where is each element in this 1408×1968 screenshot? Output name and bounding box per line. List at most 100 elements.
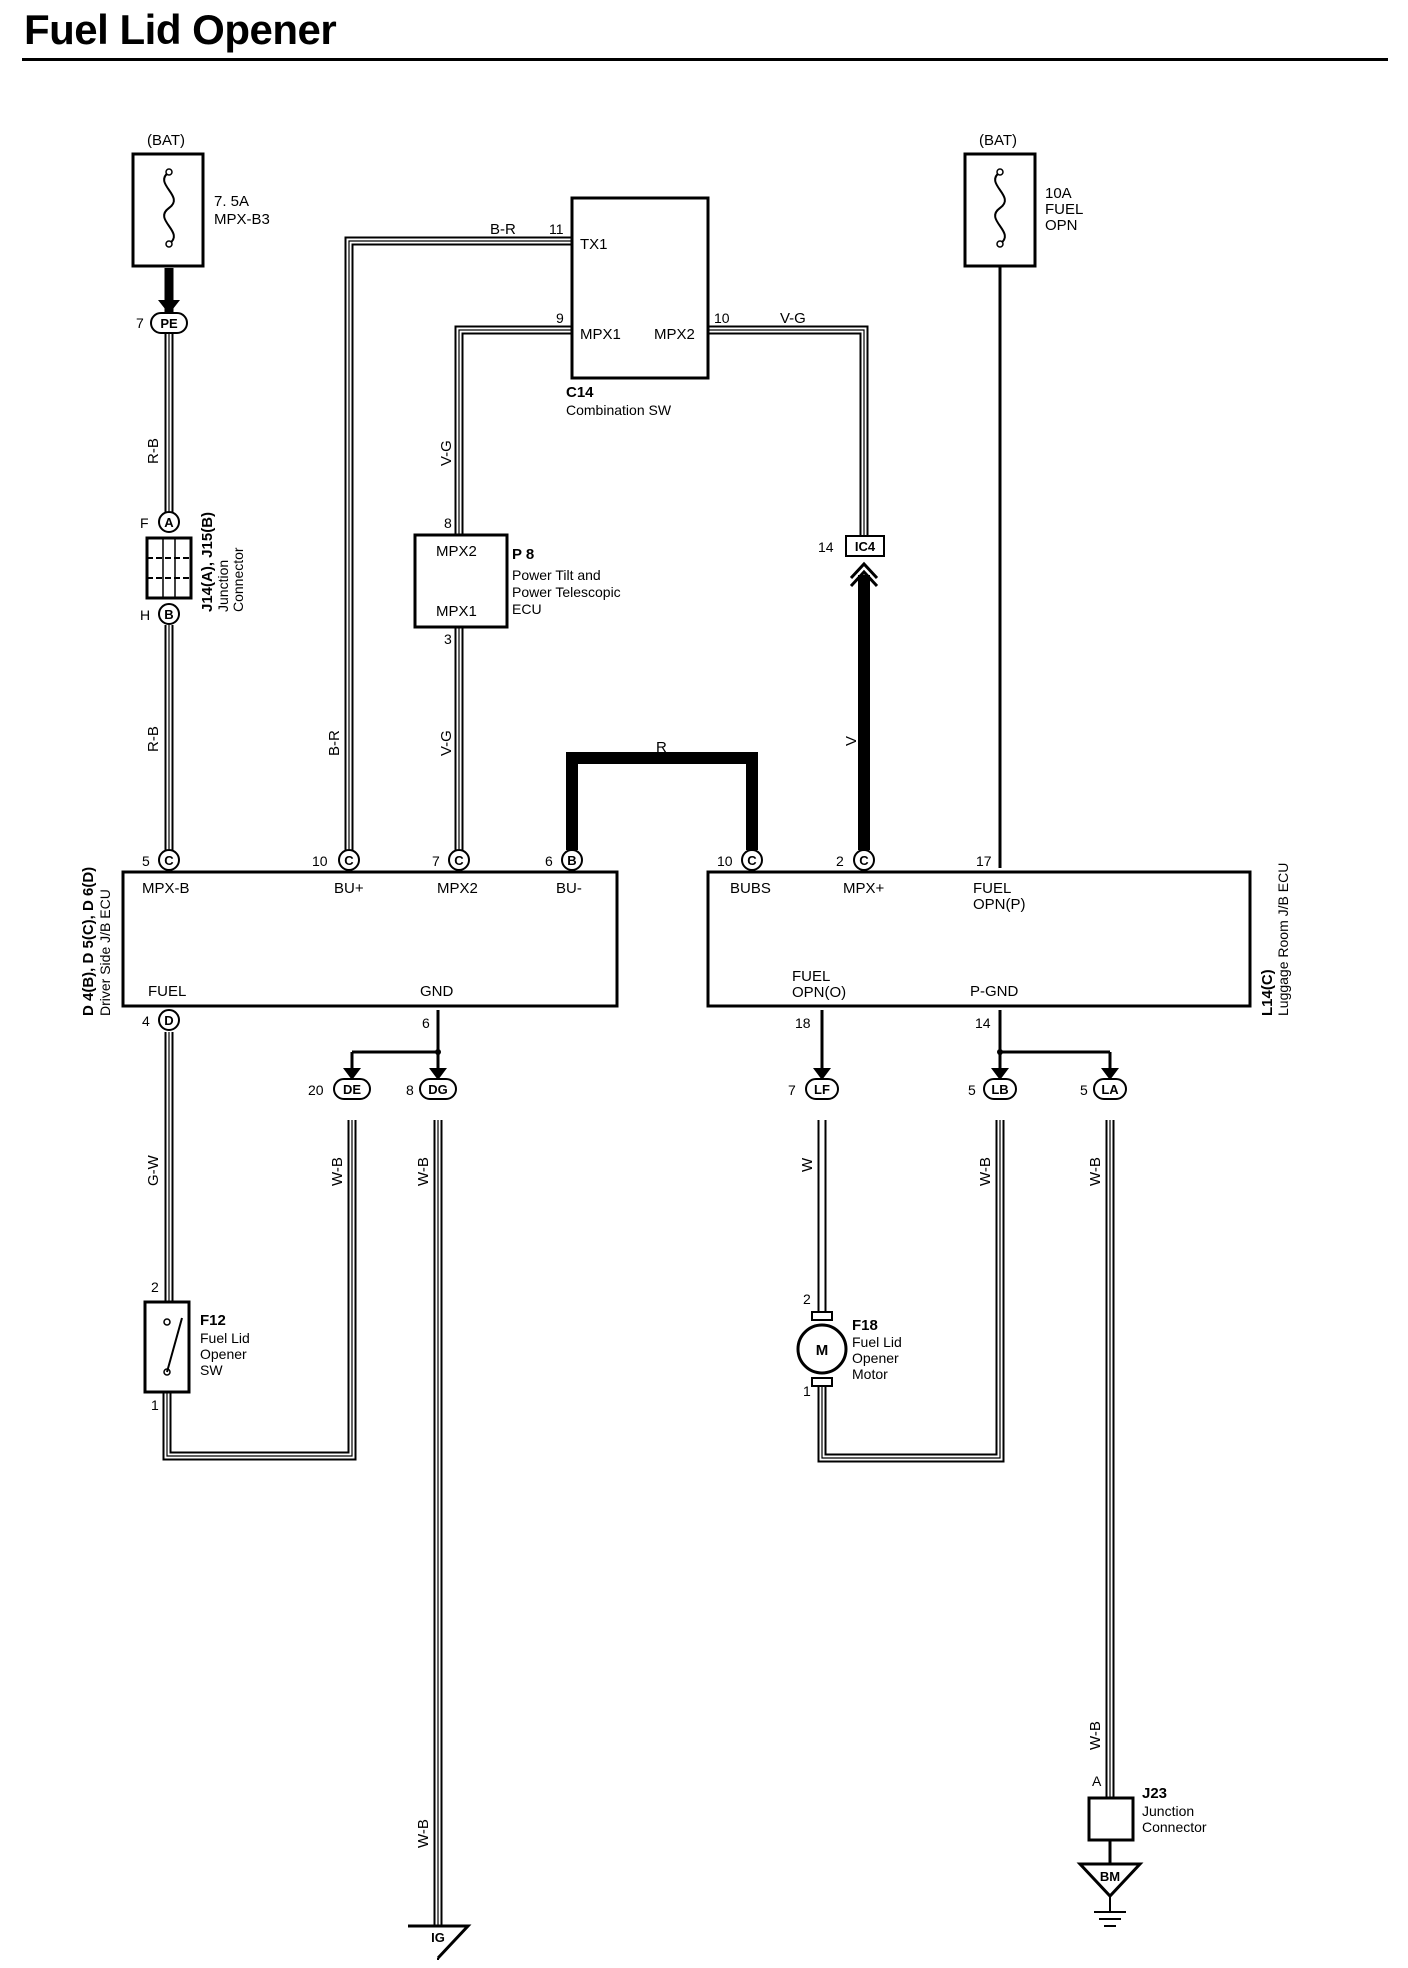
fuel-lid-opener-motor bbox=[796, 1311, 848, 1387]
wire-label-w-b-ig: W-B bbox=[415, 1819, 432, 1848]
pin-a-j23: A bbox=[1092, 1773, 1102, 1789]
p8-ecu-box bbox=[413, 533, 509, 629]
wire-v-g-upper bbox=[454, 325, 572, 535]
luggage-jb-box bbox=[706, 870, 1252, 1008]
wire-label-w-b-lb: W-B bbox=[977, 1157, 994, 1186]
driver-jb-gnd: GND bbox=[420, 983, 454, 1000]
left-bat-label: (BAT) bbox=[147, 132, 185, 149]
luggage-jb-id: L14(C) bbox=[1259, 969, 1276, 1016]
junction-connector-j23 bbox=[1087, 1796, 1135, 1842]
pin-3-p8: 3 bbox=[444, 631, 452, 647]
c14-name: Combination SW bbox=[566, 402, 672, 418]
connector-a: A bbox=[164, 515, 174, 530]
wire-pgnd-split bbox=[998, 1010, 1112, 1070]
luggage-jb-fuel-opn-o-1: FUEL bbox=[792, 968, 830, 985]
wire-label-v: V bbox=[843, 736, 860, 746]
ground-icon bbox=[1076, 1862, 1144, 1927]
splice-dot bbox=[435, 1049, 441, 1055]
connector-de: DE bbox=[343, 1082, 361, 1097]
wire-label-w: W bbox=[799, 1157, 816, 1172]
connector-ic4: IC4 bbox=[855, 539, 876, 554]
wire-label-b-r-lower: B-R bbox=[326, 730, 343, 756]
j23-line2: Connector bbox=[1142, 1819, 1207, 1835]
pin-4-d: 4 bbox=[142, 1013, 150, 1029]
j23-id: J23 bbox=[1142, 1785, 1167, 1802]
driver-jb-fuel: FUEL bbox=[148, 983, 186, 1000]
connector-c-bubs: C bbox=[747, 853, 757, 868]
luggage-jb-p-gnd: P-GND bbox=[970, 983, 1019, 1000]
right-fuse-name-2: OPN bbox=[1045, 217, 1078, 234]
f18-line1: Fuel Lid bbox=[852, 1334, 902, 1350]
pin-7-d: 7 bbox=[432, 853, 440, 869]
connector-lf: LF bbox=[814, 1082, 830, 1097]
connector-d: D bbox=[164, 1013, 173, 1028]
splice-dot bbox=[997, 1049, 1003, 1055]
wire-gnd-split bbox=[350, 1010, 440, 1070]
chevron-up-icon bbox=[849, 561, 879, 588]
connector-b-bu-minus: B bbox=[567, 853, 576, 868]
driver-jb-bu-plus: BU+ bbox=[334, 880, 364, 897]
pin-11: 11 bbox=[549, 221, 564, 237]
combination-sw-box bbox=[570, 196, 710, 380]
pin-10-c14: 10 bbox=[714, 310, 730, 326]
pin-6-d: 6 bbox=[545, 853, 553, 869]
pin-10-d: 10 bbox=[312, 853, 328, 869]
pin-17: 17 bbox=[976, 853, 992, 869]
pin-18: 18 bbox=[795, 1015, 811, 1031]
luggage-jb-bubs: BUBS bbox=[730, 880, 771, 897]
pin-14-pgnd: 14 bbox=[975, 1015, 991, 1031]
pin-2-f12: 2 bbox=[151, 1279, 159, 1295]
connector-b-j15: B bbox=[164, 607, 173, 622]
luggage-jb-name: Luggage Room J/B ECU bbox=[1275, 863, 1291, 1016]
wire-layer bbox=[162, 236, 1115, 1938]
f18-line3: Motor bbox=[852, 1366, 888, 1382]
c14-mpx2: MPX2 bbox=[654, 326, 695, 343]
pin-2-f18: 2 bbox=[803, 1291, 811, 1307]
arrow-icon bbox=[343, 1068, 447, 1080]
p8-line1: Power Tilt and bbox=[512, 567, 601, 583]
wire-label-b-r-top: B-R bbox=[490, 221, 516, 238]
f12-line2: Opener bbox=[200, 1346, 247, 1362]
connector-ig: IG bbox=[431, 1930, 445, 1945]
pin-5-lb: 5 bbox=[968, 1082, 976, 1098]
driver-jb-top-connectors bbox=[158, 849, 583, 871]
connector-bm: BM bbox=[1100, 1869, 1120, 1884]
wire-label-w-b-dg: W-B bbox=[415, 1157, 432, 1186]
wire-label-r-b-upper: R-B bbox=[145, 438, 162, 464]
luggage-jb-fuel-opn-p-2: OPN(P) bbox=[973, 896, 1026, 913]
luggage-jb-mpx-plus: MPX+ bbox=[843, 880, 885, 897]
wire-label-w-b-j23: W-B bbox=[1087, 1721, 1104, 1750]
wire-v-g-right bbox=[707, 325, 869, 535]
p8-id: P 8 bbox=[512, 546, 534, 563]
pin-h: H bbox=[140, 607, 150, 623]
wire-label-r-b-lower: R-B bbox=[145, 726, 162, 752]
c14-id: C14 bbox=[566, 384, 594, 401]
f18-id: F18 bbox=[852, 1317, 878, 1334]
connector-c-mpx2: C bbox=[454, 853, 464, 868]
driver-jb-ids: D 4(B), D 5(C), D 6(D) bbox=[80, 867, 97, 1016]
junction-connector-j14 bbox=[145, 536, 193, 600]
luggage-jb-top-connectors bbox=[741, 849, 875, 871]
wire-label-w-b-de: W-B bbox=[329, 1157, 346, 1186]
arrow-icon bbox=[158, 300, 180, 314]
arrow-icon bbox=[813, 1068, 1119, 1080]
driver-jb-bu-minus: BU- bbox=[556, 880, 582, 897]
pin-f: F bbox=[140, 515, 149, 531]
fuel-lid-opener-switch bbox=[143, 1300, 191, 1394]
pin-1-f18: 1 bbox=[803, 1383, 811, 1399]
p8-line3: ECU bbox=[512, 601, 542, 617]
c14-mpx1: MPX1 bbox=[580, 326, 621, 343]
pin-20: 20 bbox=[308, 1082, 324, 1098]
page-title: Fuel Lid Opener bbox=[24, 6, 337, 53]
connector-lb: LB bbox=[991, 1082, 1008, 1097]
pin-9: 9 bbox=[556, 310, 564, 326]
left-fuse-name: MPX-B3 bbox=[214, 211, 270, 228]
pin-10-l: 10 bbox=[717, 853, 733, 869]
j14-id: J14(A), J15(B) bbox=[199, 512, 216, 612]
f12-line1: Fuel Lid bbox=[200, 1330, 250, 1346]
connector-c-bu: C bbox=[344, 853, 354, 868]
right-fuse bbox=[963, 152, 1037, 268]
wire-label-g-w: G-W bbox=[145, 1154, 162, 1186]
right-fuse-amp: 10A bbox=[1045, 185, 1072, 202]
